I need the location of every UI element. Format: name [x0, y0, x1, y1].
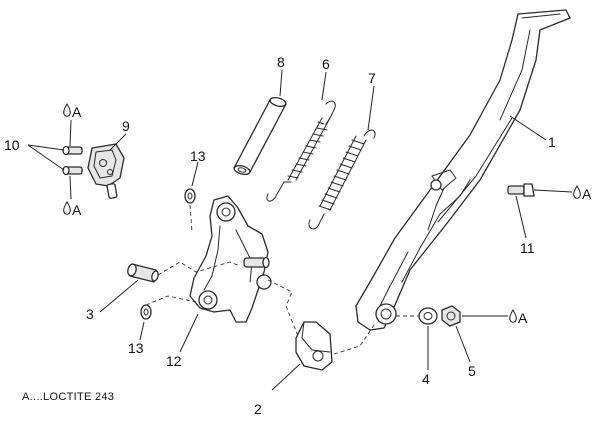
loctite-marker-switch-bottom: A	[63, 201, 82, 218]
adhesive-mark-a: A	[518, 310, 528, 326]
spacer-sleeve	[233, 96, 287, 176]
callout-10: 10	[4, 137, 20, 153]
stand-nut	[441, 305, 461, 327]
loctite-marker-nut: A	[509, 309, 528, 326]
callout-9: 9	[122, 118, 130, 134]
adhesive-mark-a: A	[582, 186, 592, 202]
washer-upper	[184, 188, 196, 204]
switch-screw-lower	[62, 165, 83, 176]
callout-13-upper: 13	[190, 148, 206, 164]
stand-bolt	[507, 183, 535, 197]
callout-7: 7	[368, 70, 376, 86]
adhesive-mark-a: A	[72, 202, 82, 218]
pivot-pin	[127, 263, 159, 283]
callout-5: 5	[468, 363, 476, 379]
callout-6: 6	[322, 56, 330, 72]
callout-4: 4	[422, 371, 430, 387]
side-stand-switch	[87, 143, 125, 199]
stand-stop-pad	[295, 321, 333, 371]
adhesive-mark-a: A	[72, 104, 82, 120]
washer-lower	[140, 304, 152, 320]
small-return-spring	[266, 100, 336, 202]
callout-1: 1	[548, 134, 556, 150]
large-return-spring	[308, 129, 376, 230]
callout-labels: 1 2 3 4 5 6 7 8 9 10 11 12 13 13	[4, 54, 556, 417]
loctite-marker-switch-top: A	[63, 103, 82, 120]
loctite-drop-icon	[63, 103, 71, 117]
assembly-guide-lines	[145, 204, 418, 355]
callout-3: 3	[86, 306, 94, 322]
callout-11: 11	[520, 240, 535, 256]
switch-screw-upper	[62, 145, 83, 156]
callout-2: 2	[254, 401, 262, 417]
loctite-marker-bolt: A	[573, 185, 592, 202]
loctite-drop-icon	[509, 309, 517, 323]
loctite-drop-icon	[63, 201, 71, 215]
callout-13-lower: 13	[128, 340, 144, 356]
stand-washer	[418, 307, 438, 325]
callout-12: 12	[166, 353, 182, 369]
loctite-legend-note: A....LOCTITE 243	[22, 391, 115, 403]
loctite-drop-icon	[573, 185, 581, 199]
stand-mounting-bracket	[189, 195, 272, 323]
callout-8: 8	[277, 54, 285, 70]
side-stand-leg	[355, 9, 571, 331]
leader-lines	[27, 69, 573, 391]
